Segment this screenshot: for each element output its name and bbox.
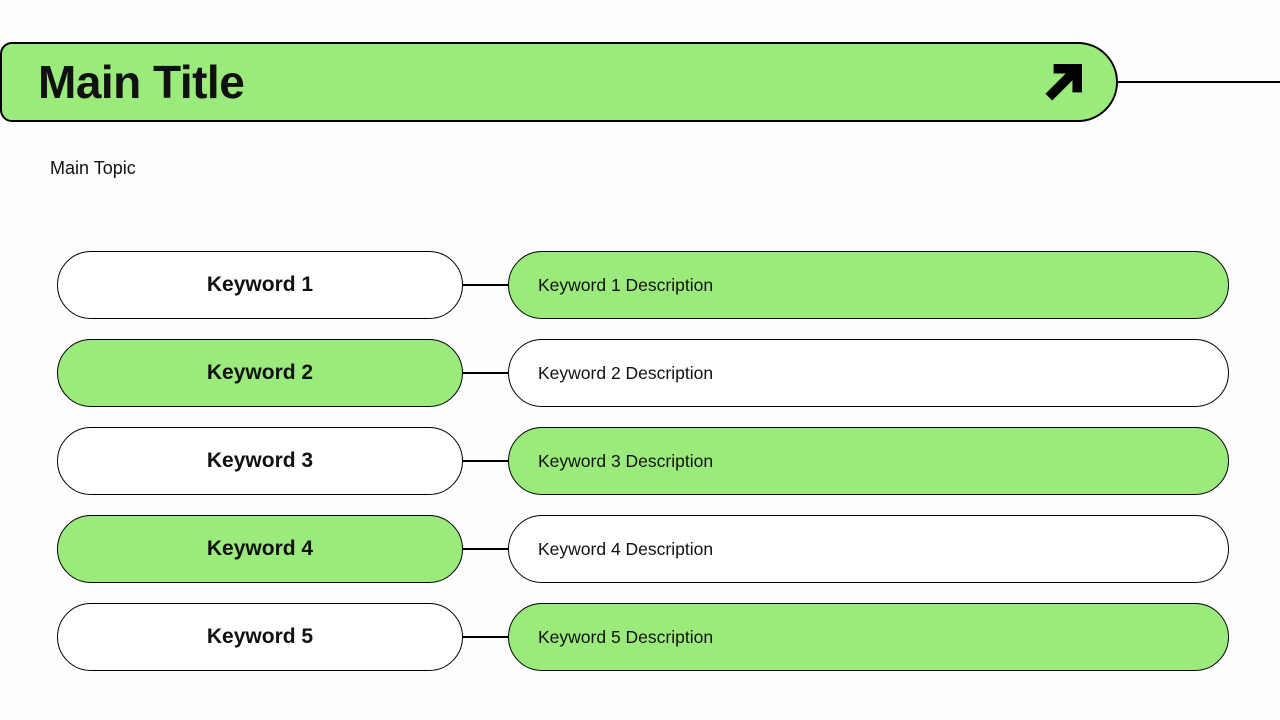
connector-line bbox=[463, 284, 508, 286]
keyword-pill: Keyword 3 bbox=[57, 427, 463, 495]
header-bar: Main Title bbox=[0, 42, 1118, 122]
keyword-row-5: Keyword 5 Keyword 5 Description bbox=[57, 603, 1229, 671]
keyword-pill: Keyword 2 bbox=[57, 339, 463, 407]
keyword-rows: Keyword 1 Keyword 1 Description Keyword … bbox=[57, 251, 1229, 671]
description-pill: Keyword 4 Description bbox=[508, 515, 1229, 583]
keyword-row-2: Keyword 2 Keyword 2 Description bbox=[57, 339, 1229, 407]
subtitle: Main Topic bbox=[50, 158, 136, 178]
keyword-pill: Keyword 4 bbox=[57, 515, 463, 583]
keyword-pill: Keyword 1 bbox=[57, 251, 463, 319]
keyword-pill: Keyword 5 bbox=[57, 603, 463, 671]
description-pill: Keyword 5 Description bbox=[508, 603, 1229, 671]
page-title: Main Title bbox=[38, 56, 245, 108]
keyword-row-4: Keyword 4 Keyword 4 Description bbox=[57, 515, 1229, 583]
description-pill: Keyword 3 Description bbox=[508, 427, 1229, 495]
connector-line bbox=[463, 548, 508, 550]
header-extension-line bbox=[1118, 81, 1280, 83]
connector-line bbox=[463, 372, 508, 374]
description-pill: Keyword 2 Description bbox=[508, 339, 1229, 407]
connector-line bbox=[463, 460, 508, 462]
description-pill: Keyword 1 Description bbox=[508, 251, 1229, 319]
keyword-row-3: Keyword 3 Keyword 3 Description bbox=[57, 427, 1229, 495]
keyword-row-1: Keyword 1 Keyword 1 Description bbox=[57, 251, 1229, 319]
connector-line bbox=[463, 636, 508, 638]
arrow-up-right-icon bbox=[1038, 56, 1090, 108]
